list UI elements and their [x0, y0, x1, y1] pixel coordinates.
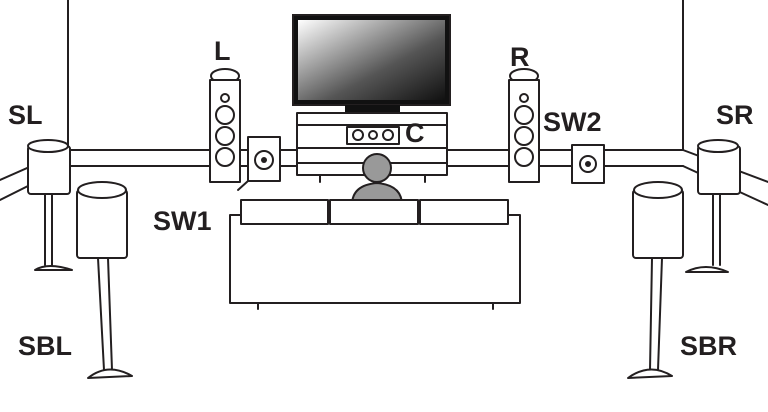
label-surround-right: SR	[716, 100, 754, 130]
center-speaker	[346, 126, 400, 145]
surround-back-right-speaker	[627, 181, 684, 379]
label-subwoofer-2: SW2	[543, 107, 602, 137]
front-right-speaker	[508, 68, 540, 183]
label-front-left: L	[214, 36, 231, 66]
subwoofer-2	[571, 144, 605, 184]
label-surround-left: SL	[8, 100, 43, 130]
label-surround-back-right: SBR	[680, 331, 737, 361]
surround-left-speaker	[27, 139, 73, 271]
surround-right-speaker	[685, 139, 741, 273]
sofa	[229, 199, 521, 310]
label-surround-back-left: SBL	[18, 331, 72, 361]
subwoofer-1	[237, 136, 281, 191]
label-front-right: R	[510, 42, 530, 72]
label-center: C	[405, 118, 425, 148]
surround-back-left-speaker	[76, 181, 133, 379]
tv	[292, 14, 451, 112]
label-subwoofer-1: SW1	[153, 206, 212, 236]
front-left-speaker	[209, 68, 241, 183]
